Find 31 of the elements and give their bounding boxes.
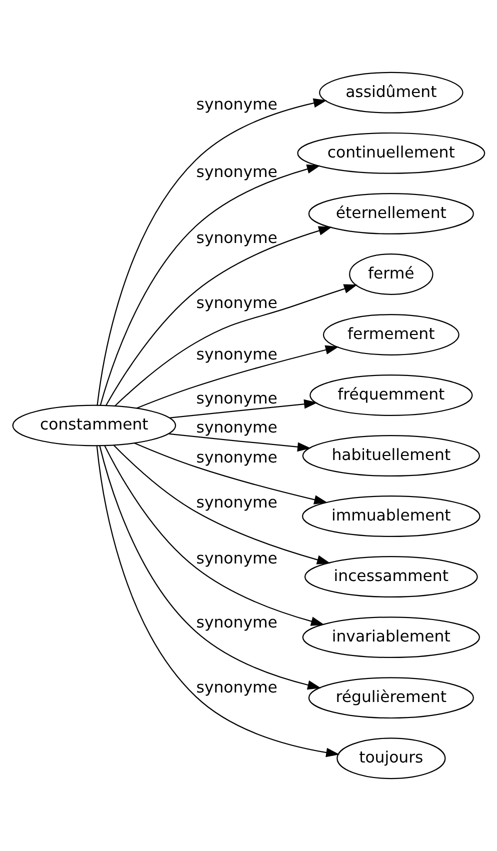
- arrow: [99, 446, 322, 690]
- arrow: [100, 164, 320, 406]
- edge-label: synonyme: [196, 548, 278, 568]
- edge-label: synonyme: [196, 448, 278, 467]
- arrow: [113, 444, 330, 564]
- edge-label: synonyme: [196, 94, 278, 114]
- arrow: [96, 446, 340, 758]
- edge-label: synonyme: [196, 417, 278, 436]
- edge-label: synonyme: [196, 677, 278, 696]
- arrow: [104, 446, 324, 626]
- node-ellipse: habituellement: [302, 435, 480, 476]
- arrow: [168, 433, 311, 452]
- edge-label: synonyme: [196, 344, 278, 364]
- edge-label: synonyme: [196, 228, 278, 248]
- arrow: [136, 345, 339, 409]
- arrow: [170, 399, 318, 418]
- arrow: [96, 98, 327, 406]
- edge-label: synonyme: [196, 293, 278, 312]
- edge-label: synonyme: [196, 162, 278, 181]
- node-ellipse: fermé: [349, 253, 434, 295]
- node-ellipse: toujours: [336, 738, 446, 780]
- edge-label: synonyme: [196, 388, 278, 408]
- node-ellipse: régulièrement: [308, 677, 474, 719]
- arrow: [134, 442, 328, 504]
- node-ellipse: constamment: [12, 404, 176, 446]
- edge-label: synonyme: [196, 612, 278, 632]
- node-ellipse: assidûment: [319, 72, 464, 114]
- edge-label: synonyme: [196, 492, 278, 512]
- arrow: [106, 226, 332, 406]
- node-ellipse: fréquemment: [310, 374, 473, 416]
- arrow: [114, 284, 358, 406]
